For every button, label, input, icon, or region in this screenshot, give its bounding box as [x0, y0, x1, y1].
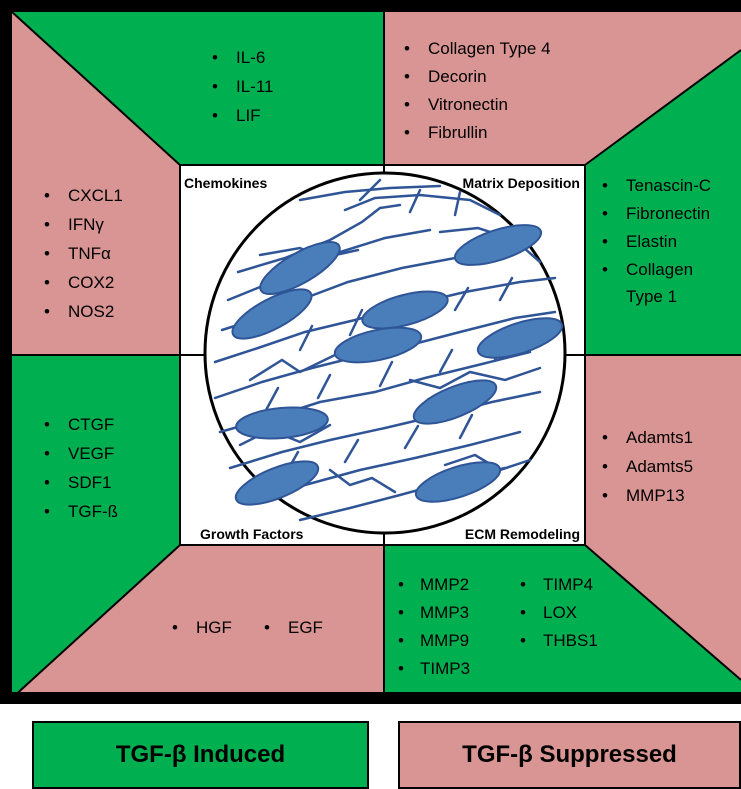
svg-text:•: • — [404, 67, 410, 86]
list-item: MMP13 — [626, 486, 685, 505]
region-dividers — [11, 11, 741, 699]
svg-text:•: • — [44, 444, 50, 463]
list-item: LOX — [543, 603, 577, 622]
list-item: CXCL1 — [68, 186, 123, 205]
svg-text:•: • — [44, 302, 50, 321]
cell-nuclei — [231, 224, 564, 506]
list-item: MMP2 — [420, 575, 469, 594]
list-item: IL-11 — [236, 77, 274, 96]
list-item: MMP9 — [420, 631, 469, 650]
list-right-suppressed: • Adamts1 • Adamts5 • MMP13 — [602, 428, 693, 505]
list-item: TIMP4 — [543, 575, 593, 594]
svg-text:•: • — [44, 186, 50, 205]
list-item: CTGF — [68, 415, 114, 434]
svg-text:•: • — [44, 244, 50, 263]
svg-text:•: • — [602, 486, 608, 505]
list-item: Adamts1 — [626, 428, 693, 447]
label-chemokines: Chemokines — [184, 175, 267, 191]
svg-text:•: • — [404, 39, 410, 58]
list-item: Fibrullin — [428, 123, 488, 142]
svg-text:•: • — [404, 95, 410, 114]
svg-text:•: • — [212, 48, 218, 67]
list-item: VEGF — [68, 444, 114, 463]
label-matrix-deposition: Matrix Deposition — [463, 175, 580, 191]
label-ecm-remodeling: ECM Remodeling — [465, 526, 580, 542]
list-item: COX2 — [68, 273, 114, 292]
svg-text:•: • — [398, 659, 404, 678]
svg-text:•: • — [602, 260, 608, 279]
region-bottom-right-induced — [384, 545, 741, 698]
list-item: SDF1 — [68, 473, 111, 492]
svg-text:•: • — [172, 618, 178, 637]
list-item: THBS1 — [543, 631, 598, 650]
svg-text:•: • — [602, 457, 608, 476]
svg-text:•: • — [398, 603, 404, 622]
list-item: HGF — [196, 618, 232, 637]
svg-text:•: • — [602, 232, 608, 251]
label-growth-factors: Growth Factors — [200, 526, 304, 542]
legend-suppressed-box: TGF-β Suppressed — [398, 721, 741, 789]
svg-text:•: • — [44, 415, 50, 434]
list-item: TGF-ß — [68, 502, 118, 521]
region-right-bottom-suppressed — [585, 355, 741, 680]
list-bottom-induced: • MMP2 • MMP3 • MMP9 • TIMP3 • TIMP4 • L… — [398, 575, 598, 678]
svg-text:•: • — [44, 502, 50, 521]
list-item: MMP3 — [420, 603, 469, 622]
list-item: Type 1 — [626, 287, 677, 306]
svg-text:•: • — [520, 575, 526, 594]
tgf-beta-diagram: Chemokines Matrix Deposition Growth Fact… — [0, 0, 741, 704]
svg-text:•: • — [212, 106, 218, 125]
list-item: Elastin — [626, 232, 677, 251]
svg-text:•: • — [602, 176, 608, 195]
outer-frame — [0, 0, 741, 704]
list-item: TIMP3 — [420, 659, 470, 678]
svg-text:•: • — [212, 77, 218, 96]
list-item: Collagen Type 4 — [428, 39, 551, 58]
list-bottom-suppressed: • HGF • EGF — [172, 618, 323, 637]
list-item: IL-6 — [236, 48, 265, 67]
list-top-suppressed: • Collagen Type 4 • Decorin • Vitronecti… — [404, 39, 551, 142]
svg-text:•: • — [520, 631, 526, 650]
list-left-induced: • CTGF • VEGF • SDF1 • TGF-ß — [44, 415, 118, 521]
svg-text:•: • — [520, 603, 526, 622]
legend-suppressed-label: TGF-β Suppressed — [462, 741, 677, 768]
list-item: LIF — [236, 106, 261, 125]
region-top-left-induced — [12, 12, 384, 165]
svg-text:•: • — [404, 123, 410, 142]
list-right-induced: • Tenascin-C • Fibronectin • Elastin • C… — [602, 176, 711, 306]
list-item: Decorin — [428, 67, 487, 86]
svg-text:•: • — [44, 473, 50, 492]
svg-text:•: • — [264, 618, 270, 637]
list-item: NOS2 — [68, 302, 114, 321]
svg-text:•: • — [44, 215, 50, 234]
list-top-induced: • IL-6 • IL-11 • LIF — [212, 48, 274, 125]
list-item: Fibronectin — [626, 204, 710, 223]
svg-text:•: • — [602, 428, 608, 447]
svg-text:•: • — [44, 273, 50, 292]
svg-text:•: • — [398, 575, 404, 594]
list-item: EGF — [288, 618, 323, 637]
region-bottom-left-suppressed — [12, 545, 384, 698]
list-item: TNFα — [68, 244, 111, 263]
region-top-right-suppressed — [384, 12, 741, 165]
list-item: Vitronectin — [428, 95, 508, 114]
region-left-bottom-induced — [12, 355, 180, 698]
list-item: Collagen — [626, 260, 693, 279]
svg-text:•: • — [602, 204, 608, 223]
legend-induced-box: TGF-β Induced — [32, 721, 369, 789]
list-item: Tenascin-C — [626, 176, 711, 195]
legend-induced-label: TGF-β Induced — [115, 741, 286, 768]
svg-text:•: • — [398, 631, 404, 650]
list-item: IFNγ — [68, 215, 104, 234]
list-left-suppressed: • CXCL1 • IFNγ • TNFα • COX2 • NOS2 — [44, 186, 123, 321]
region-left-top-suppressed — [12, 12, 180, 355]
region-right-top-induced — [585, 50, 741, 355]
list-item: Adamts5 — [626, 457, 693, 476]
